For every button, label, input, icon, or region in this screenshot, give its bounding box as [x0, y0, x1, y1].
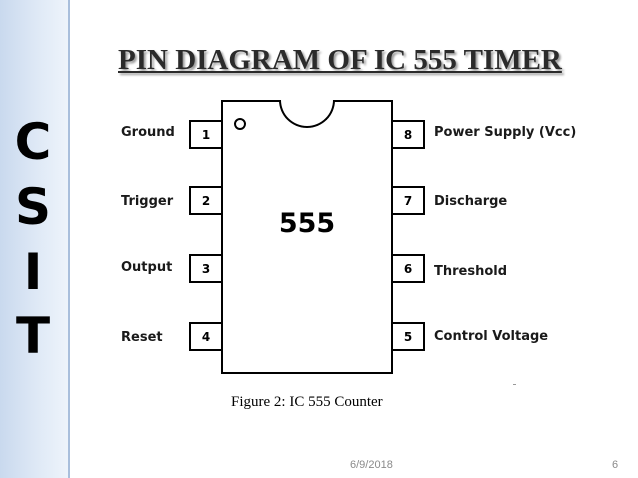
pin-label-trigger: Trigger	[121, 194, 174, 209]
pin-label-control-voltage: Control Voltage	[434, 329, 549, 344]
pin-1: 1	[189, 120, 223, 149]
footer-date: 6/9/2018	[350, 459, 393, 471]
pin-label-output: Output	[121, 260, 173, 275]
pin-8: 8	[391, 120, 425, 149]
pin-7: 7	[391, 186, 425, 215]
stray-mark	[513, 384, 516, 385]
ic-chip-body: 555	[221, 100, 393, 374]
pin-label-discharge: Discharge	[434, 194, 508, 209]
sidebar-letter-i: I	[23, 243, 43, 301]
sidebar-band: C S I T	[0, 0, 70, 478]
pin-5: 5	[391, 322, 425, 351]
pin-label-ground: Ground	[121, 125, 175, 140]
sidebar-letter-c: C	[14, 113, 52, 171]
pin-2: 2	[189, 186, 223, 215]
pin-label-power-supply: Power Supply (Vcc)	[434, 125, 577, 140]
pin-label-reset: Reset	[121, 330, 163, 345]
pin1-marker-dot	[234, 118, 246, 130]
page-number: 6	[612, 459, 619, 471]
chip-notch	[279, 100, 335, 128]
pin-4: 4	[189, 322, 223, 351]
pin-6: 6	[391, 254, 425, 283]
pin-3: 3	[189, 254, 223, 283]
slide-title: PIN DIAGRAM OF IC 555 TIMER	[118, 44, 562, 76]
sidebar-letter-t: T	[15, 307, 51, 365]
figure-caption: Figure 2: IC 555 Counter	[231, 394, 383, 410]
chip-label: 555	[278, 208, 336, 239]
pin-label-threshold: Threshold	[434, 264, 508, 279]
sidebar-letter-s: S	[14, 178, 51, 236]
